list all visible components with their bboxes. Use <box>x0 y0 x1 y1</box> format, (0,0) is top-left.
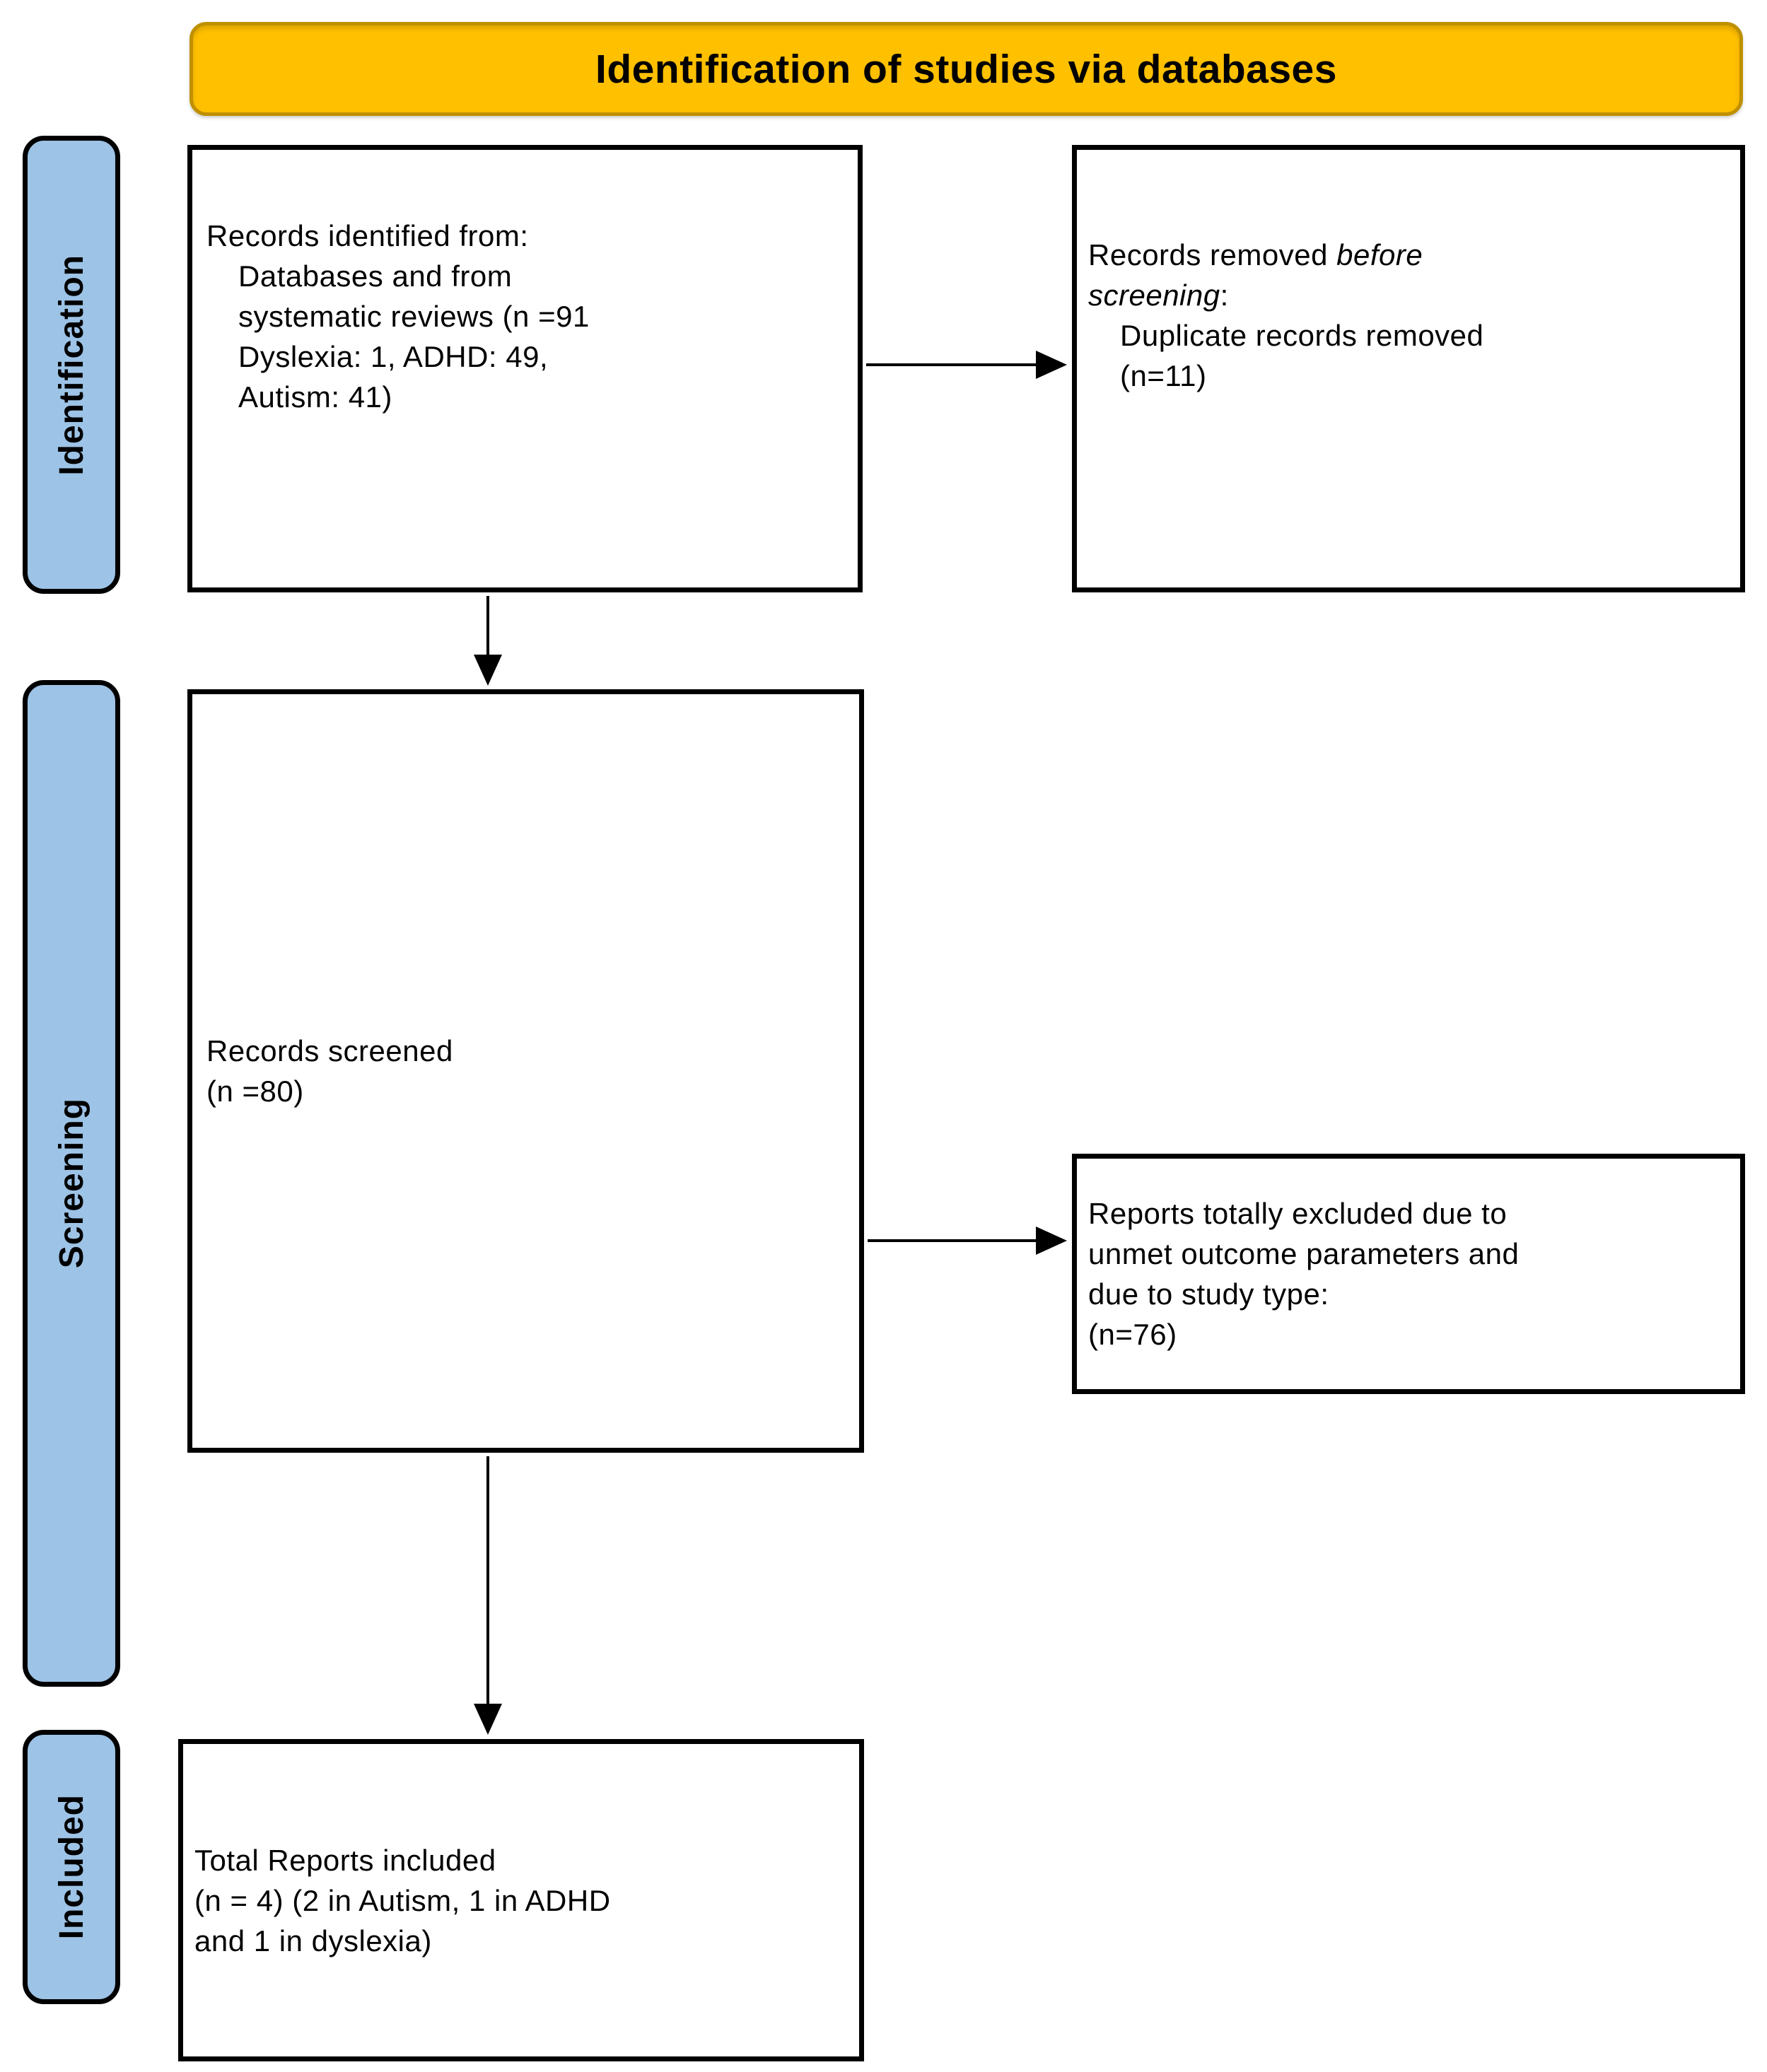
box-text-line: Reports totally excluded due to <box>1088 1197 1508 1230</box>
box-text-line: (n = 4) (2 in Autism, 1 in ADHD <box>194 1883 611 1917</box>
stage-label-identification-text: Identification <box>52 254 91 476</box>
header-banner: Identification of studies via databases <box>189 22 1743 116</box>
box-text-line: Records identified from: <box>206 219 529 252</box>
box-records-removed-before-screening: Records removed before screening: Duplicat… <box>1072 145 1745 592</box>
box-text-line: Duplicate records removed <box>1120 319 1484 352</box>
box-total-reports-included: Total Reports included (n = 4) (2 in Auti… <box>178 1739 864 2061</box>
header-title: Identification of studies via databases <box>595 46 1337 92</box>
stage-label-screening-text: Screening <box>52 1098 91 1269</box>
box-text-line: Records removed before <box>1088 238 1423 271</box>
stage-label-identification: Identification <box>23 136 120 594</box>
box-records-screened: Records screened (n =80) <box>187 689 864 1453</box>
box-text-line: Total Reports included <box>194 1843 496 1877</box>
box-text-line: and 1 in dyslexia) <box>194 1924 432 1957</box>
box-text-line: systematic reviews (n =91 <box>238 300 590 333</box>
box-text-line: unmet outcome parameters and <box>1088 1237 1520 1270</box>
box-text-line: screening: <box>1088 279 1229 312</box>
stage-label-screening: Screening <box>23 680 120 1687</box>
box-text-line: (n =80) <box>206 1075 304 1108</box>
box-text-line: Dyslexia: 1, ADHD: 49, <box>238 340 549 373</box>
box-text-line: (n=11) <box>1120 359 1207 392</box>
box-text-line: Autism: 41) <box>238 380 392 414</box>
box-records-identified: Records identified from: Databases and fr… <box>187 145 863 592</box>
box-text-line: Databases and from <box>238 259 513 293</box>
box-text-line: Records screened <box>206 1034 453 1067</box>
stage-label-included: Included <box>23 1730 120 2004</box>
box-reports-excluded: Reports totally excluded due to unmet out… <box>1072 1154 1745 1394</box>
box-text-line: due to study type: <box>1088 1277 1329 1311</box>
box-text-line: (n=76) <box>1088 1318 1177 1351</box>
stage-label-included-text: Included <box>52 1794 91 1940</box>
